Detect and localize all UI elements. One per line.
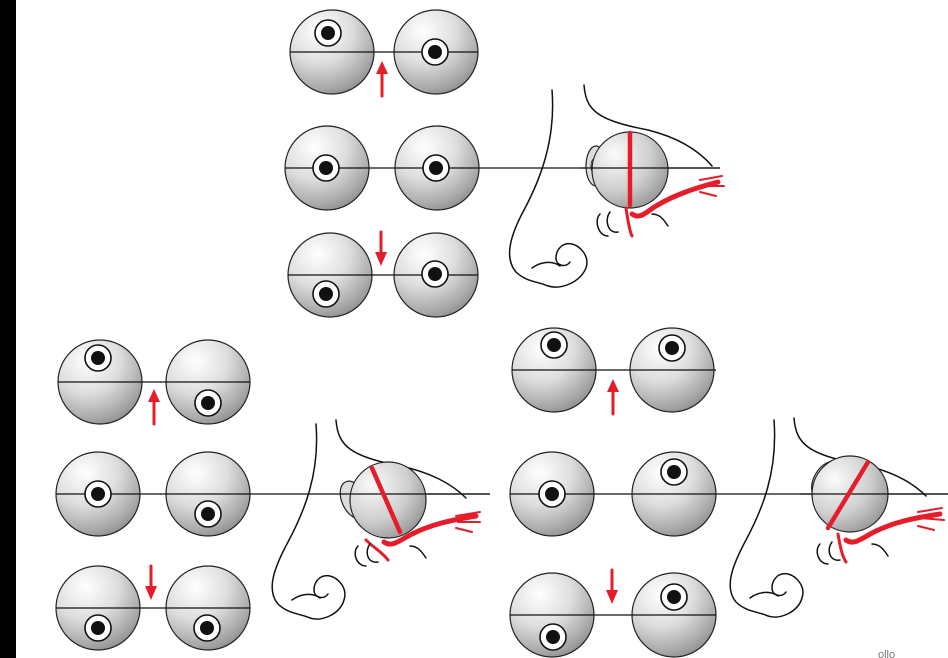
pupil-icon: [422, 261, 448, 287]
pupil-icon: [540, 624, 566, 650]
pupil-icon: [661, 584, 687, 610]
eyeball-right: [632, 573, 716, 657]
pupil-icon: [539, 481, 565, 507]
pupil-icon: [194, 615, 220, 641]
eyeball-left: [56, 566, 140, 650]
eyeball-right: [632, 452, 716, 536]
eyeball-left: [288, 233, 372, 317]
pupil-icon: [659, 335, 685, 361]
eyeball-right: [630, 328, 714, 412]
eyeball-left: [510, 573, 594, 657]
eyeball-right: [394, 10, 478, 94]
eyeball-right: [395, 126, 479, 210]
pupil-icon: [661, 459, 687, 485]
eyeball-left: [56, 452, 140, 536]
pupil-icon: [313, 281, 339, 307]
eyeball-right: [166, 452, 250, 536]
pupil-icon: [85, 481, 111, 507]
eyeball-left: [512, 328, 596, 412]
eyeball-right: [166, 566, 250, 650]
pupil-icon: [313, 155, 339, 181]
eyeball-left: [285, 126, 369, 210]
pupil-icon: [423, 155, 449, 181]
eyeball-left: [58, 340, 142, 424]
eyeball-left: [290, 10, 374, 94]
eyeball-left: [510, 452, 594, 536]
eyeball-right: [166, 340, 250, 424]
diagram-panel: [16, 0, 948, 658]
pupil-icon: [195, 501, 221, 527]
pupil-icon: [541, 332, 567, 358]
pupil-icon: [85, 615, 111, 641]
watermark: ollo: [878, 649, 895, 658]
pupil-icon: [195, 390, 221, 416]
pupil-icon: [422, 39, 448, 65]
eyeball-right: [394, 233, 478, 317]
pupil-icon: [85, 345, 111, 371]
pupil-icon: [315, 20, 341, 46]
